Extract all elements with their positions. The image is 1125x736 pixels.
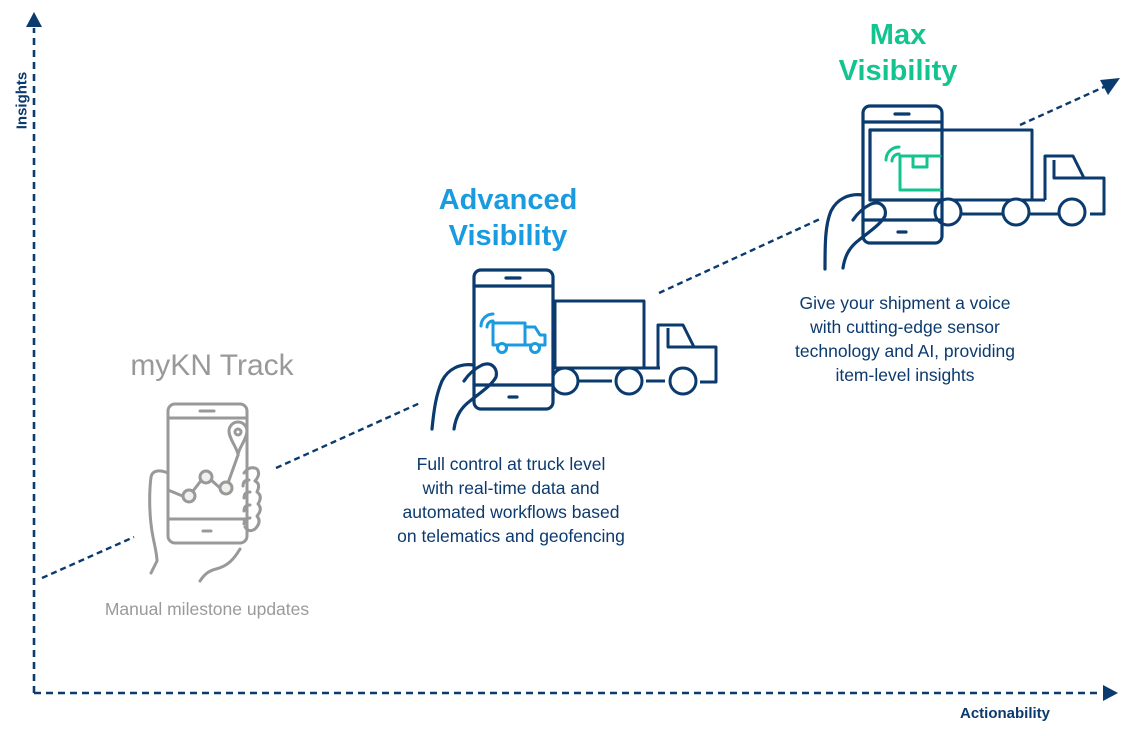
connector-4 [1019,85,1105,127]
x-axis-arrow-icon [1103,685,1118,701]
stage-description-mykn-track: Manual milestone updates [82,597,332,621]
title-line: Advanced [438,184,578,216]
mini-truck-signal-icon [479,312,547,354]
title-line: Visibility [838,55,958,87]
description-line: automated workflows based [402,502,620,522]
description-line: on telematics and geofencing [397,526,625,546]
description-line: Full control at truck level [416,454,606,474]
connector-3 [658,217,821,295]
description-line: Manual milestone updates [104,599,310,619]
stage-title-max-visibility: Max Visibility [813,17,983,89]
truck-illustration [550,299,718,396]
connector-2 [275,401,421,470]
package-signal-icon [884,145,942,192]
description-line: with cutting-edge sensor [810,317,1000,337]
x-axis-label: Actionability [960,705,1051,722]
phone-map-route-icon [148,402,262,583]
stage-description-advanced-visibility: Full control at truck level with real-ti… [376,452,646,548]
description-line: Give your shipment a voice [799,293,1011,313]
connector-1 [41,535,135,580]
y-axis-arrow-icon [26,12,42,27]
truck-illustration-large [868,128,1106,227]
description-line: item-level insights [835,365,975,385]
stage-description-max-visibility: Give your shipment a voice with cutting-… [770,291,1040,387]
title-line: Visibility [448,220,568,252]
phone-package-signal-icon [823,104,944,271]
y-axis-label: Insights [13,71,31,130]
trend-arrow-icon [1100,78,1120,95]
title-line: Max [869,19,927,51]
description-line: technology and AI, providing [795,341,1015,361]
description-line: with real-time data and [422,478,600,498]
stage-title-advanced-visibility: Advanced Visibility [408,182,608,254]
stage-title-mykn-track: myKN Track [130,349,294,382]
